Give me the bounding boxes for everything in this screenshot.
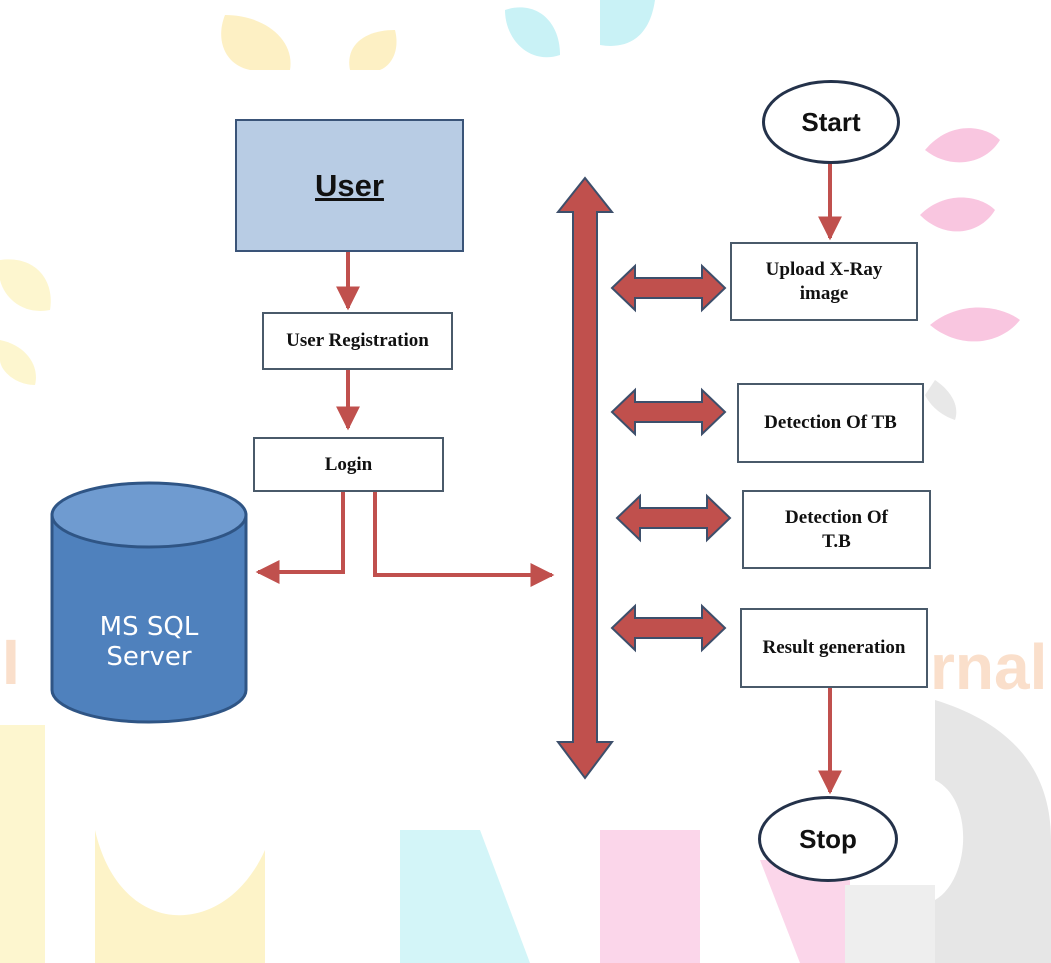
watermark-shape (760, 860, 850, 963)
watermark-text: I (2, 626, 20, 698)
double-arrow-detection-1 (610, 387, 727, 437)
watermark-shape (95, 830, 265, 963)
watermark-leaf (221, 15, 291, 70)
watermark-leaf (0, 340, 36, 385)
watermark-leaf (930, 307, 1020, 342)
double-arrow-upload (610, 263, 727, 313)
watermark-leaf (925, 380, 957, 420)
double-arrow-result (610, 603, 727, 653)
watermark-leaf (920, 197, 995, 232)
login-box: Login (253, 437, 444, 492)
watermark-shape (400, 830, 530, 963)
start-node: Start (762, 80, 900, 164)
stop-node: Stop (758, 796, 898, 882)
watermark-shape (0, 725, 45, 963)
user-box: User (235, 119, 464, 252)
double-arrow-detection-2 (615, 493, 732, 543)
upload-xray-box: Upload X-Ray image (730, 242, 918, 321)
database-cylinder (50, 481, 248, 724)
detection-of-t-b-box: Detection Of T.B (742, 490, 931, 569)
arrow-login-to-database (255, 492, 345, 584)
arrow-login-to-bus (373, 492, 555, 587)
result-generation-box: Result generation (740, 608, 928, 688)
watermark-shape (935, 700, 1051, 963)
watermark-text: rnal (930, 631, 1048, 703)
watermark-leaf (349, 30, 397, 70)
vertical-bus-arrow (555, 176, 615, 780)
watermark-shape (600, 830, 700, 963)
watermark-shape (845, 885, 935, 963)
user-registration-box: User Registration (262, 312, 453, 370)
watermark-leaf (0, 259, 51, 311)
detection-of-tb-box: Detection Of TB (737, 383, 924, 463)
database-label: MS SQL Server (99, 612, 199, 672)
watermark-leaf (600, 0, 655, 46)
watermark-leaf (925, 128, 1000, 163)
watermark-leaf (505, 7, 560, 58)
